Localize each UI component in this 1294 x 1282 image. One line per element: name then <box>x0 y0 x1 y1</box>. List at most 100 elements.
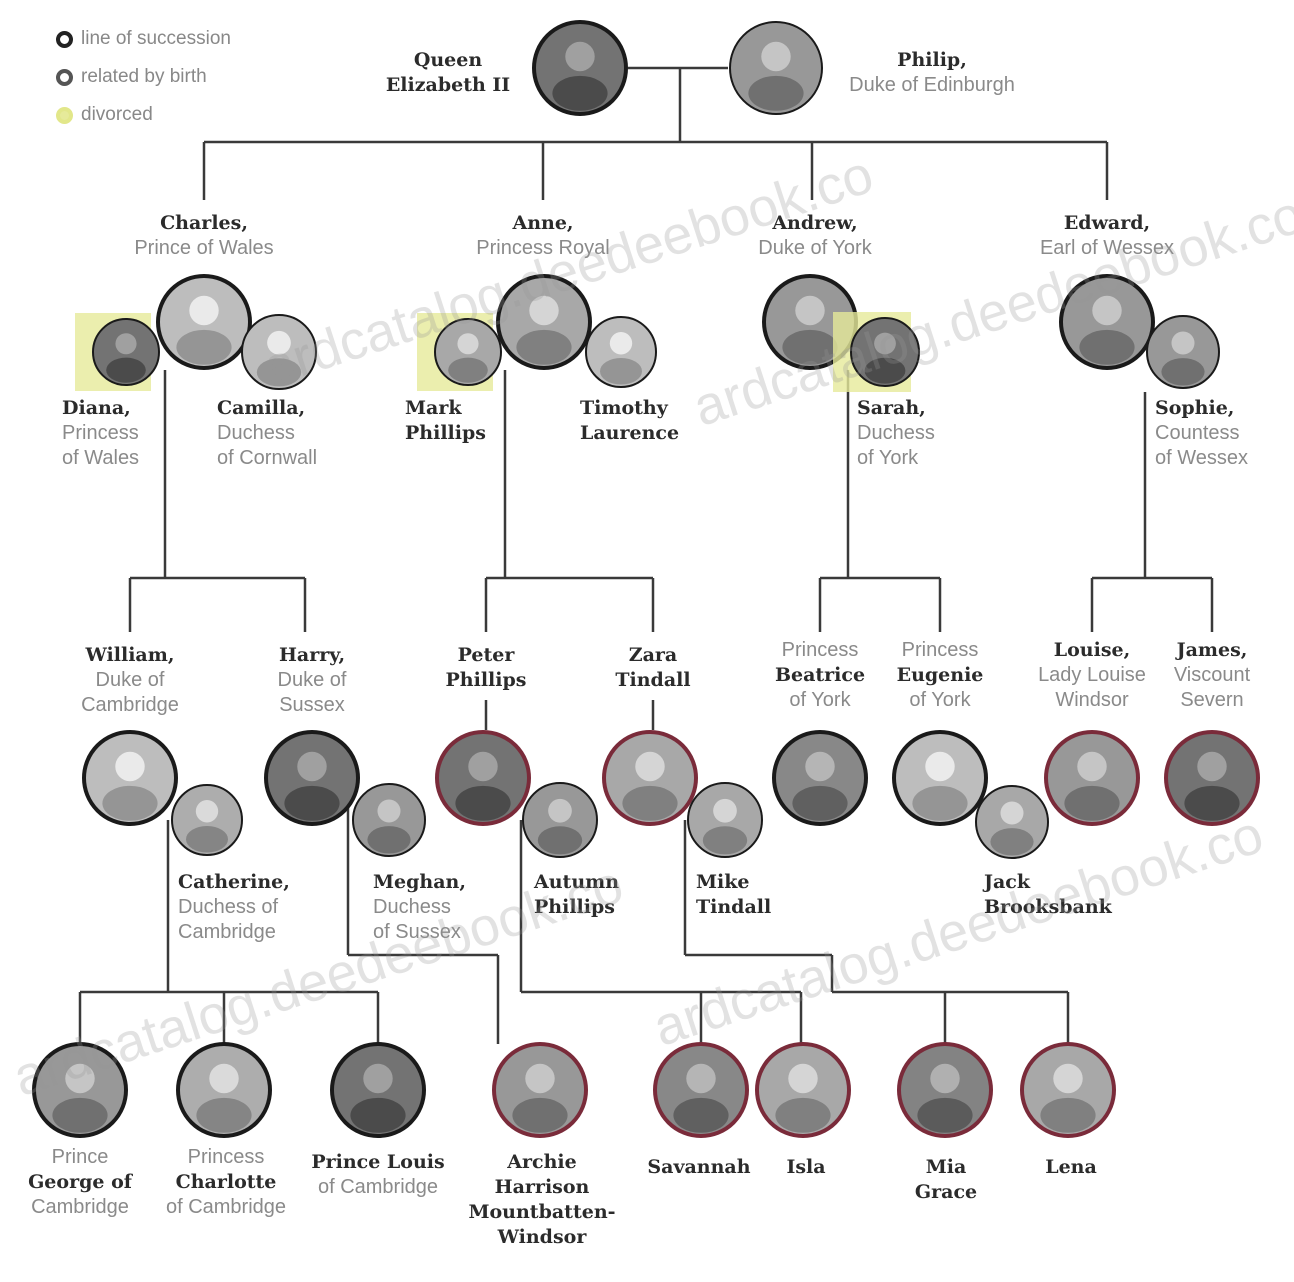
name-label-philip: Duke of Edinburgh <box>849 74 1015 96</box>
name-label-sarah: of York <box>857 447 919 469</box>
portrait-body-zara <box>622 785 678 821</box>
portrait-face-william <box>115 751 145 782</box>
portrait-face-philip <box>761 41 791 72</box>
name-label-andrew: Duke of York <box>758 237 872 259</box>
legend-item-divorced: divorced <box>56 96 231 134</box>
portrait-body-diana <box>106 357 146 383</box>
name-label-archie: Archie <box>506 1151 576 1173</box>
name-label-harry: Duke of <box>278 669 347 691</box>
name-label-queen: Queen <box>414 49 483 71</box>
name-label-catherine: Duchess of <box>178 896 278 918</box>
name-label-sophie: of Wessex <box>1155 447 1248 469</box>
portrait-body-charles <box>176 329 232 365</box>
name-label-eugenie: of York <box>909 689 971 711</box>
portrait-ring-isla <box>755 1042 851 1138</box>
portrait-ring-philip <box>729 21 823 115</box>
name-label-zara: Tindall <box>615 669 690 691</box>
portrait-body-camilla <box>256 358 302 387</box>
portrait-ring-beatrice <box>772 730 868 826</box>
portrait-body-james <box>1184 785 1240 821</box>
portrait-ring-sophie <box>1146 315 1220 389</box>
portrait-ring-archie <box>492 1042 588 1138</box>
portrait-body-peter <box>455 785 511 821</box>
portrait-face-james <box>1197 751 1227 782</box>
name-label-mia: Mia <box>926 1156 967 1178</box>
name-label-savannah: Savannah <box>647 1156 750 1178</box>
portrait-face-sophie <box>1171 331 1195 355</box>
name-label-eugenie: Eugenie <box>897 664 984 686</box>
portrait-ring-charles <box>156 274 252 370</box>
name-label-mia: Grace <box>915 1181 977 1203</box>
portrait-ring-meghan <box>352 783 426 857</box>
portrait-ring-louis <box>330 1042 426 1138</box>
name-label-beatrice: Beatrice <box>775 664 865 686</box>
portrait-body-andrew <box>782 329 838 365</box>
name-label-lena: Lena <box>1045 1156 1097 1178</box>
name-label-meghan: Meghan, <box>373 871 466 893</box>
name-label-anne: Anne, <box>511 212 573 234</box>
portrait-body-eugenie <box>912 785 968 821</box>
portrait-body-anne <box>516 329 572 365</box>
name-label-sophie: Sophie, <box>1155 397 1234 419</box>
portrait-face-meghan <box>377 799 401 823</box>
name-label-louis: Prince Louis <box>311 1151 444 1173</box>
portrait-ring-jack <box>975 785 1049 859</box>
name-label-catherine: Cambridge <box>178 921 276 943</box>
portrait-ring-james <box>1164 730 1260 826</box>
portrait-face-harry <box>297 751 327 782</box>
portrait-body-lena <box>1040 1097 1096 1133</box>
portrait-body-mike <box>702 826 748 855</box>
portrait-ring-savannah <box>653 1042 749 1138</box>
name-label-andrew: Andrew, <box>771 212 857 234</box>
portrait-ring-queen <box>532 20 628 116</box>
portrait-body-mark <box>448 357 488 383</box>
portrait-ring-anne <box>496 274 592 370</box>
portrait-body-harry <box>284 785 340 821</box>
name-label-autumn: Phillips <box>534 896 615 918</box>
portrait-ring-catherine <box>171 784 243 856</box>
name-label-camilla: Duchess <box>217 422 295 444</box>
name-label-isla: Isla <box>786 1156 825 1178</box>
portrait-face-archie <box>525 1063 555 1094</box>
name-label-mark: Phillips <box>405 422 486 444</box>
portrait-ring-zara <box>602 730 698 826</box>
portrait-ring-eugenie <box>892 730 988 826</box>
portrait-body-george <box>52 1097 108 1133</box>
portrait-body-jack <box>990 828 1034 856</box>
name-label-diana: of Wales <box>62 447 139 469</box>
portrait-face-louis <box>363 1063 393 1094</box>
name-label-sophie: Countess <box>1155 422 1240 444</box>
name-label-mark: Mark <box>405 397 462 419</box>
related-ring-icon <box>56 68 73 86</box>
name-label-camilla: of Cornwall <box>217 447 317 469</box>
name-label-george: Prince <box>52 1146 109 1168</box>
portrait-body-sarah <box>864 357 906 384</box>
name-label-charles: Prince of Wales <box>134 237 273 259</box>
legend-item-succession: line of succession <box>56 20 231 58</box>
name-label-harry: Sussex <box>279 694 345 716</box>
portrait-ring-george <box>32 1042 128 1138</box>
portrait-ring-mike <box>687 782 763 858</box>
portrait-body-william <box>102 785 158 821</box>
name-label-beatrice: of York <box>789 689 851 711</box>
portrait-ring-lena <box>1020 1042 1116 1138</box>
name-label-louise: Windsor <box>1055 689 1129 711</box>
name-label-charlotte: Princess <box>188 1146 265 1168</box>
portrait-body-charlotte <box>196 1097 252 1133</box>
name-label-edward: Earl of Wessex <box>1040 237 1174 259</box>
legend: line of succession related by birth divo… <box>56 20 231 134</box>
name-label-harry: Harry, <box>279 644 345 666</box>
portrait-ring-mia <box>897 1042 993 1138</box>
name-label-eugenie: Princess <box>902 639 979 661</box>
portrait-face-beatrice <box>805 751 835 782</box>
portrait-face-camilla <box>267 330 291 355</box>
portrait-body-isla <box>775 1097 831 1133</box>
name-label-edward: Edward, <box>1064 212 1150 234</box>
portrait-face-savannah <box>686 1063 716 1094</box>
portrait-face-louise <box>1077 751 1107 782</box>
divorced-glow-icon <box>56 106 73 124</box>
portrait-ring-timothy <box>585 316 657 388</box>
name-label-william: Cambridge <box>81 694 179 716</box>
